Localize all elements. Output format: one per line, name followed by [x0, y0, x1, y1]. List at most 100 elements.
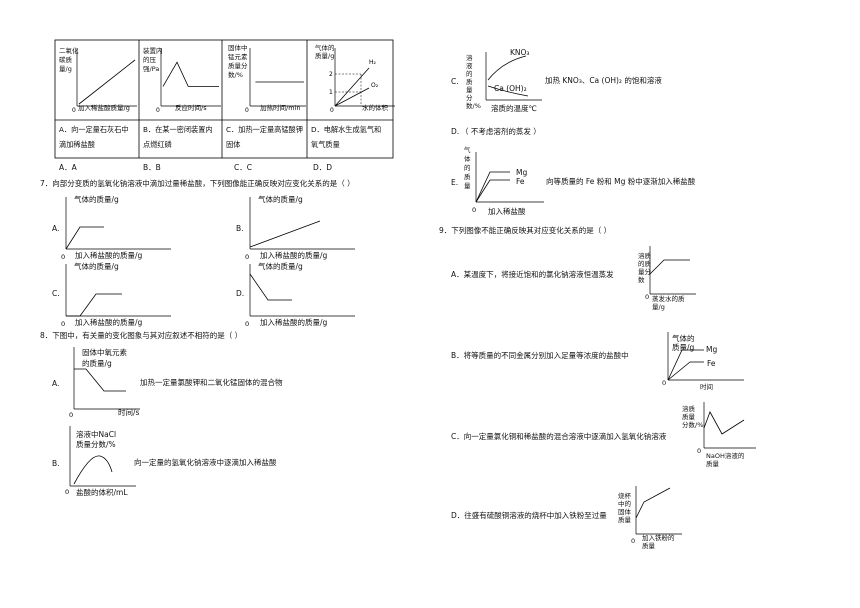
q9-option-c[interactable]: C．向一定量氯化铜和稀盐酸的混合溶液中逐滴加入氢氧化钠溶液 [451, 432, 667, 441]
q9-d-origin: 0 [631, 537, 636, 545]
svg-text:0: 0 [61, 320, 65, 328]
q8-option-c[interactable]: C. [451, 77, 459, 86]
q6-graph-a: 0 [72, 48, 137, 114]
q7-b-ylabel: 气体的质量/g [258, 195, 303, 204]
q8-graph-c [485, 52, 542, 101]
q8-a-ylabel: 固体中氧元素的质量/g [82, 348, 127, 368]
q9-c-origin: 0 [697, 447, 702, 455]
q7-a-xlabel: 加入稀盐酸的质量/g [75, 251, 143, 260]
q9-option-d[interactable]: D．往盛有硫酸铜溶液的烧杯中加入铁粉至过量 [451, 511, 607, 520]
q6-d-tick1: 1 [329, 89, 333, 96]
svg-text:0: 0 [65, 488, 69, 496]
q6-a-origin: 0 [72, 107, 76, 114]
q8-option-e[interactable]: E. [451, 178, 459, 187]
q9-graph-c [703, 402, 756, 449]
q7-graph-c: 0 [61, 264, 171, 328]
q6-choice-a[interactable]: A．A [59, 163, 77, 172]
q9-b-fe: Fe [707, 359, 716, 368]
svg-text:0: 0 [245, 253, 249, 261]
q8-stem: 8．下图中，有关量的变化图象与其对应叙述不相符的是（ ） [40, 331, 243, 340]
q8-a-desc: 加热一定量氯酸钾和二氧化锰固体的混合物 [140, 378, 283, 387]
q6-c-ylabel: 固体中锰元素质量分数/% [228, 44, 248, 79]
svg-text:0: 0 [472, 206, 476, 214]
q8-e-desc: 向等质量的 Fe 粉和 Mg 粉中逐渐加入稀盐酸 [546, 177, 696, 186]
q7-graph-a: 0 [61, 197, 171, 261]
q9-b-origin: 0 [662, 379, 667, 387]
q7-option-d[interactable]: D. [236, 289, 245, 298]
q7-option-c[interactable]: C. [52, 289, 60, 298]
q8-c-ylabel: 溶液的质量分数/% [466, 54, 481, 110]
q8-e-ylabel: 气体的质量 [464, 146, 471, 190]
q8-option-a[interactable]: A. [52, 379, 60, 388]
q6-c-desc: C．加热一定量高锰酸钾固体 [226, 125, 303, 149]
q8-b-xlabel: 盐酸的体积/mL [76, 488, 128, 497]
q6-d-tick2: 2 [329, 71, 333, 78]
q6-d-origin: 0 [330, 107, 334, 114]
q9-d-xlabel: 加入铁粉的质量 [642, 534, 675, 550]
q6-d-ylabel: 气体的质量/g [315, 44, 335, 60]
q8-e-fe: Fe [516, 177, 525, 186]
svg-text:0: 0 [69, 411, 73, 419]
q7-graph-b: 0 [245, 197, 355, 261]
q9-c-ylabel: 溶质质量分数/% [682, 405, 704, 429]
q6-choice-d[interactable]: D．D [313, 163, 333, 172]
q7-stem: 7．向部分变质的氢氧化钠溶液中滴加过量稀盐酸，下列图像能正确反映对应变化关系的是… [40, 179, 355, 188]
q6-b-curve [162, 61, 219, 87]
q6-choice-c[interactable]: C．C [234, 163, 252, 172]
q9-b-ylabel: 气体的质量/g [672, 334, 695, 352]
q8-graph-b: 0 [65, 426, 136, 496]
q9-d-ylabel: 烧杯中的固体质量 [618, 492, 631, 524]
q9-option-a[interactable]: A．某温度下，将接近饱和的氯化钠溶液恒温蒸发 [451, 270, 614, 279]
q6-graph-b: 0 [156, 48, 221, 114]
q8-option-b[interactable]: B. [52, 459, 60, 468]
q9-graph-d [635, 486, 682, 535]
q8-graph-e: 0 [472, 152, 544, 214]
q8-e-xlabel: 加入稀盐酸 [488, 207, 526, 216]
q8-option-d[interactable]: D. [451, 127, 460, 136]
q7-c-ylabel: 气体的质量/g [74, 262, 119, 271]
q6-d-desc: D．电解水生成氢气和氧气质量 [311, 125, 382, 149]
q8-c-kno3: KNO₃ [510, 48, 530, 57]
q7-option-a[interactable]: A. [52, 224, 60, 233]
q9-a-origin: 0 [645, 293, 650, 301]
q9-stem: 9．下列图像不能正确反映其对应变化关系的是（ ） [439, 226, 612, 235]
q6-b-desc: B．在某一密闭装置内点燃红磷 [143, 125, 213, 149]
q8-graph-a: 0 [69, 347, 140, 419]
q8-d-desc: （ 不考虑溶剂的蒸发 ） [461, 127, 541, 136]
q6-d-xlabel: 水的体积 [362, 104, 388, 112]
q6-d-o2-label: O₂ [371, 82, 379, 89]
q9-b-mg: Mg [706, 345, 718, 354]
q9-graph-b [667, 332, 744, 381]
q8-c-caoh: Ca (OH)₂ [494, 84, 527, 93]
q8-c-xlabel: 溶质的温度℃ [491, 104, 537, 113]
q6-c-origin: 0 [245, 107, 249, 114]
q7-b-xlabel: 加入稀盐酸的质量/g [260, 251, 328, 260]
q6-table [54, 39, 394, 159]
q6-graph-d: 2 1 H₂ O₂ 0 [329, 48, 395, 114]
q6-a-ylabel: 二氧化碳质量/g [59, 47, 79, 73]
q7-graph-d: 0 [245, 264, 355, 328]
q8-b-desc: 向一定量的氢氧化钠溶液中逐滴加入稀盐酸 [134, 458, 277, 467]
q7-c-xlabel: 加入稀盐酸的质量/g [75, 318, 143, 327]
q8-c-desc: 加热 KNO₃、Ca (OH)₂ 的饱和溶液 [545, 76, 662, 85]
q6-a-curve [78, 59, 136, 105]
q9-option-b[interactable]: B．将等质量的不同金属分别加入足量等浓度的盐酸中 [451, 351, 629, 360]
q6-choice-b[interactable]: B．B [143, 163, 161, 172]
svg-text:0: 0 [61, 253, 65, 261]
q6-a-xlabel: 加入稀盐酸质量/g [78, 104, 130, 112]
q8-e-mg: Mg [516, 168, 528, 177]
q9-graph-a [649, 246, 696, 295]
q6-a-desc: A．向一定量石灰石中滴加稀盐酸 [59, 125, 129, 149]
q7-a-ylabel: 气体的质量/g [74, 195, 119, 204]
q9-b-xlabel: 时间 [700, 383, 713, 391]
q6-c-xlabel: 加热时间/min [260, 104, 301, 112]
svg-text:0: 0 [245, 320, 249, 328]
q7-option-b[interactable]: B. [236, 224, 244, 233]
q9-a-xlabel: 蒸发水的质量/g [652, 295, 685, 311]
q8-a-xlabel: 时间/s [118, 408, 140, 417]
q9-a-ylabel: 溶质的质量分数 [638, 252, 651, 284]
q6-graph-c: 0 [245, 48, 306, 114]
q6-d-h2-label: H₂ [369, 59, 377, 66]
q6-b-origin: 0 [156, 107, 160, 114]
